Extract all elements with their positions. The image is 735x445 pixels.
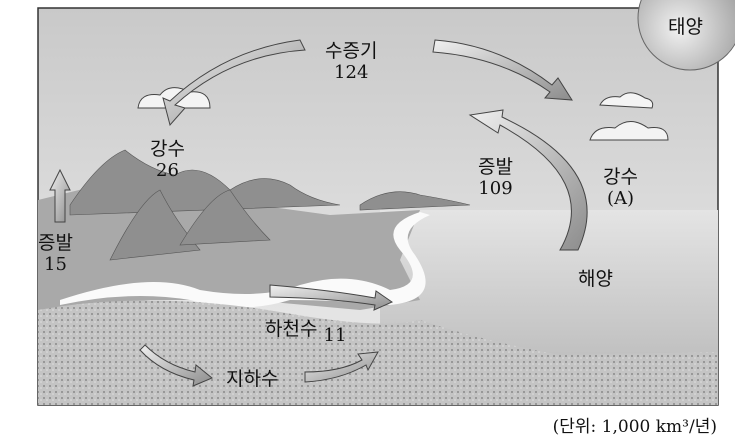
label-evap-ocean-value: 109 [478, 178, 513, 199]
label-precip-land-value: 26 [156, 160, 179, 181]
arrow-evap-ocean [468, 109, 588, 251]
arrow-ground-2 [304, 351, 379, 383]
label-vapor-name: 수증기 [325, 40, 378, 62]
arrow-evap-land [49, 168, 71, 223]
label-evap-land-value: 15 [44, 254, 67, 275]
arrow-river [269, 284, 394, 311]
label-ocean: 해양 [578, 268, 613, 290]
river [60, 212, 430, 308]
label-precip-ocean: 강수(A) [603, 166, 638, 210]
label-sun: 태양 [668, 16, 703, 38]
arrow-ground-1 [139, 344, 213, 387]
arrow-vapor-left [162, 39, 306, 127]
arrows [49, 39, 588, 387]
label-vapor-value: 124 [334, 62, 369, 83]
label-evap-ocean-name: 증발 [478, 156, 513, 178]
label-evap-land-name: 증발 [38, 232, 73, 254]
label-precip-ocean-value: (A) [606, 188, 634, 209]
label-river: 하천수 11 [265, 318, 346, 346]
arrow-vapor-right [432, 39, 573, 101]
label-groundwater: 지하수 [226, 368, 279, 390]
label-river-value: 11 [323, 325, 347, 346]
sun [637, 0, 735, 71]
unit-note: (단위: 1,000 km³/년) [552, 417, 717, 437]
label-precip-ocean-name: 강수 [603, 166, 638, 188]
label-river-name: 하천수 [265, 318, 318, 340]
label-precip-land-name: 강수 [150, 138, 185, 160]
mountains [69, 149, 471, 261]
